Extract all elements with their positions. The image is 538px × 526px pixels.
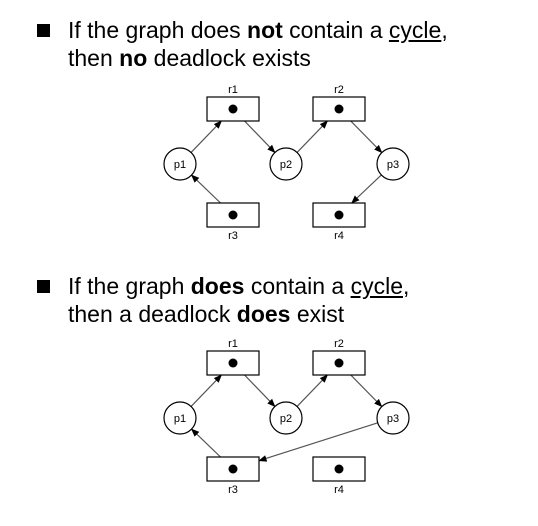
bullet-2-line-1: If the graph does contain a cycle, — [68, 272, 409, 300]
bold-text: does — [236, 301, 291, 327]
edge-p2-r2 — [296, 374, 329, 407]
resource-instance-dot — [334, 210, 344, 220]
text: then a deadlock — [68, 301, 237, 327]
text: contain a — [244, 273, 351, 299]
text: If the graph — [68, 273, 191, 299]
resource-allocation-graph-no-cycle: r1 r2 r3 r4 p1 p2 p3 — [163, 84, 410, 242]
bullet-square-icon — [37, 24, 50, 37]
resource-r4 — [312, 456, 366, 482]
edge-p1-r1 — [190, 120, 223, 153]
text: , — [441, 17, 448, 43]
resource-label-r2: r2 — [334, 338, 344, 350]
resource-r3 — [206, 456, 260, 482]
bullet-1-line-2: then no deadlock exists — [68, 44, 311, 72]
process-label-p3: p3 — [387, 159, 399, 171]
process-label-p1: p1 — [174, 159, 186, 171]
edge-p3-r3 — [258, 422, 378, 462]
process-label-p1: p1 — [174, 413, 186, 425]
process-p3 — [376, 147, 410, 181]
resource-instance-dot — [334, 104, 344, 114]
text: exist — [290, 301, 345, 327]
resource-instance-dot — [228, 210, 238, 220]
process-label-p3: p3 — [387, 413, 399, 425]
process-p2 — [269, 147, 303, 181]
resource-label-r4: r4 — [334, 484, 344, 496]
resource-label-r1: r1 — [228, 338, 238, 350]
bold-text: not — [247, 17, 283, 43]
process-label-p2: p2 — [280, 159, 292, 171]
edge-p2-r2 — [296, 120, 329, 153]
resource-label-r4: r4 — [334, 230, 344, 242]
bullet-2-line-2: then a deadlock does exist — [68, 300, 344, 328]
resource-instance-dot — [228, 104, 238, 114]
resource-instance-dot — [334, 358, 344, 368]
text: contain a — [282, 17, 389, 43]
resource-instance-dot — [334, 464, 344, 474]
bold-text: no — [119, 45, 148, 71]
edge-p3-r4 — [351, 174, 382, 204]
resource-r2 — [312, 96, 366, 122]
underlined-text: cycle — [350, 273, 403, 299]
resource-allocation-graph-with-cycle: r1 r2 r3 r4 p1 p2 p3 — [163, 338, 410, 496]
process-p1 — [163, 401, 197, 435]
resource-instance-dot — [228, 358, 238, 368]
text: , — [402, 273, 410, 299]
process-p1 — [163, 147, 197, 181]
resource-label-r2: r2 — [334, 84, 344, 96]
resource-label-r1: r1 — [228, 84, 238, 96]
process-p3 — [376, 401, 410, 435]
underlined-text: cycle — [388, 17, 442, 43]
resource-instance-dot — [228, 464, 238, 474]
bold-text: does — [190, 273, 245, 299]
bullet-square-icon — [37, 280, 50, 293]
resource-label-r3: r3 — [228, 484, 238, 496]
text: deadlock exists — [147, 45, 311, 71]
resource-label-r3: r3 — [228, 230, 238, 242]
bullet-1-line-1: If the graph does not contain a cycle, — [68, 16, 448, 44]
edge-p1-r1 — [190, 374, 223, 407]
process-p2 — [269, 401, 303, 435]
process-label-p2: p2 — [280, 413, 292, 425]
text: If the graph does — [68, 17, 248, 43]
text: then — [68, 45, 120, 71]
